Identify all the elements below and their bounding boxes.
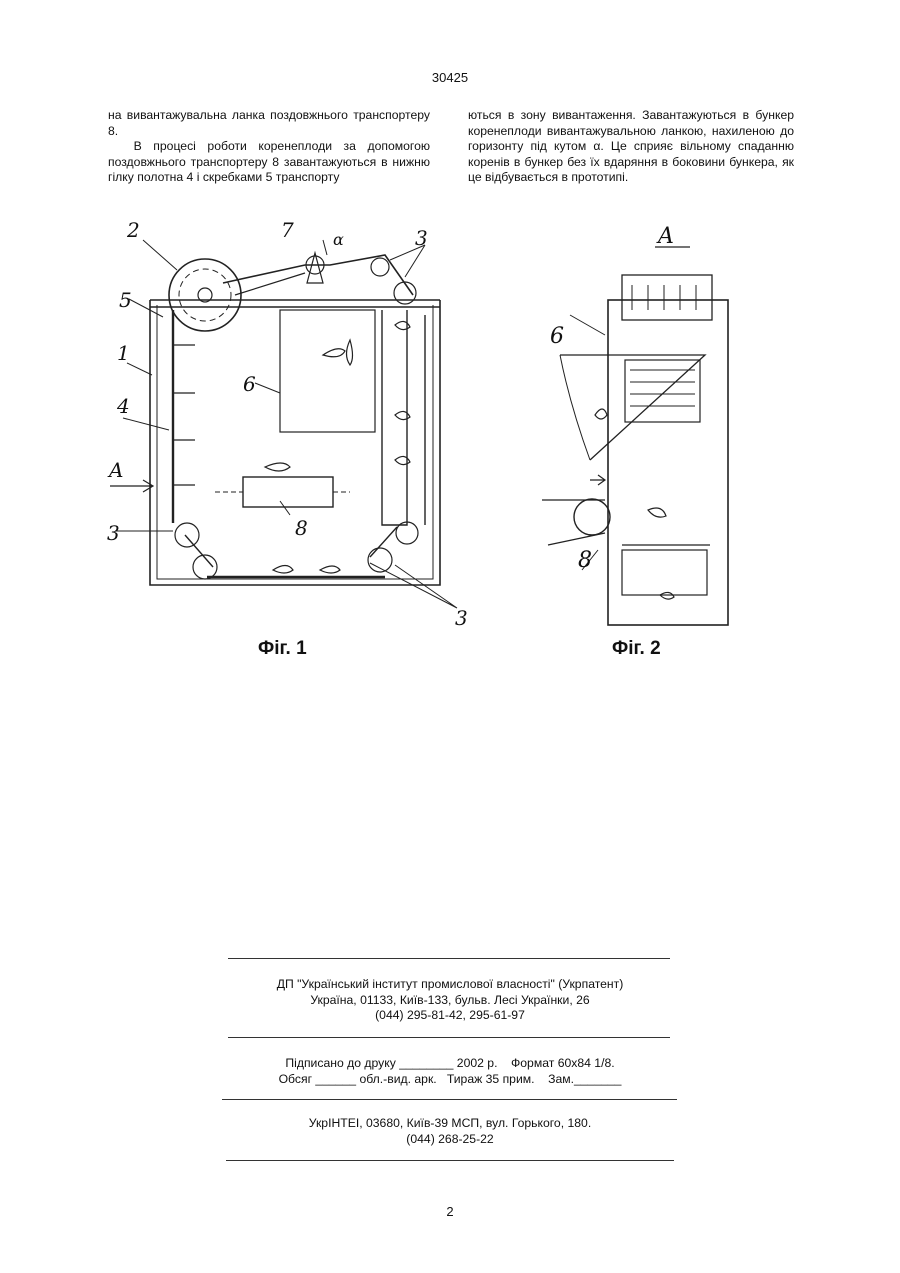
right-text-column: ються в зону вивантаження. Завантажуютьс… — [468, 108, 794, 186]
left-paragraph-1: на вивантажувальна ланка поздовжнього тр… — [108, 108, 430, 139]
imprint-rule-1 — [228, 958, 670, 959]
sprocket-3-top-left — [371, 258, 389, 276]
publisher-line-3: (044) 295-81-42, 295-61-97 — [0, 1008, 900, 1024]
left-text-column: на вивантажувальна ланка поздовжнього тр… — [108, 108, 430, 186]
bunker-6 — [280, 310, 375, 432]
fig2-label-6: 6 — [550, 324, 564, 349]
fig1-label-1: 1 — [117, 341, 130, 365]
right-conveyor — [382, 310, 407, 525]
fig2-bunker-6 — [560, 355, 705, 460]
fig1-label-2: 2 — [126, 218, 140, 242]
fig1-label-6: 6 — [243, 372, 256, 396]
left-paragraph-2: В процесі роботи коренеплоди за допомого… — [108, 139, 430, 186]
printer-line-1: УкрІНТЕІ, 03680, Київ-39 МСП, вул. Горьк… — [0, 1116, 900, 1132]
figure-2-caption: Фіг. 2 — [612, 638, 661, 660]
page-footer-number: 2 — [0, 1204, 900, 1219]
conveyor-8 — [243, 477, 333, 507]
printer-line-2: (044) 268-25-22 — [0, 1132, 900, 1148]
fig1-label-5: 5 — [119, 288, 132, 312]
fig1-label-alpha: α — [333, 230, 344, 249]
fig1-label-8: 8 — [295, 516, 308, 540]
page-header-number: 30425 — [0, 70, 900, 85]
sprocket-3-left — [175, 523, 199, 547]
figure-1-drawing: 2 7 α 3 5 1 4 6 8 A 3 3 — [95, 215, 485, 635]
fig1-label-3-top: 3 — [415, 226, 428, 250]
fig2-label-A: A — [656, 224, 674, 249]
leader-lines — [115, 240, 457, 608]
imprint-rule-3 — [222, 1099, 677, 1100]
fig1-label-A: A — [107, 458, 123, 482]
publisher-line-2: Україна, 01133, Київ-133, бульв. Лесі Ук… — [0, 993, 900, 1009]
fig2-frame — [608, 300, 728, 625]
fig1-label-4: 4 — [116, 394, 130, 418]
fig2-conveyor-8 — [542, 500, 605, 545]
figure-1-caption: Фіг. 1 — [258, 638, 307, 660]
imprint-rule-2 — [228, 1037, 670, 1038]
fig2-top-unit — [622, 275, 712, 320]
imprint-print-info: Підписано до друку ________ 2002 р. Форм… — [0, 1056, 900, 1087]
publisher-line-1: ДП "Український інститут промислової вла… — [0, 977, 900, 993]
roots — [265, 321, 410, 573]
fig1-label-3-left: 3 — [107, 521, 120, 545]
imprint-rule-4 — [226, 1160, 674, 1161]
drive-wheel-2 — [169, 259, 241, 331]
frame-top-rail — [150, 300, 440, 307]
right-paragraph-1: ються в зону вивантаження. Завантажуютьс… — [468, 108, 794, 186]
fig2-label-8: 8 — [578, 548, 592, 573]
imprint-printer: УкрІНТЕІ, 03680, Київ-39 МСП, вул. Горьк… — [0, 1116, 900, 1147]
print-info-line-1: Підписано до друку ________ 2002 р. Форм… — [0, 1056, 900, 1072]
imprint-publisher: ДП "Український інститут промислової вла… — [0, 977, 900, 1024]
figure-2-drawing: A 6 8 — [530, 215, 770, 635]
frame-outer — [150, 300, 440, 585]
print-info-line-2: Обсяг ______ обл.-вид. арк. Тираж 35 при… — [0, 1072, 900, 1088]
fig1-label-3-bottom: 3 — [455, 606, 468, 630]
fig1-label-7: 7 — [281, 218, 294, 242]
scrapers-5 — [173, 345, 195, 485]
